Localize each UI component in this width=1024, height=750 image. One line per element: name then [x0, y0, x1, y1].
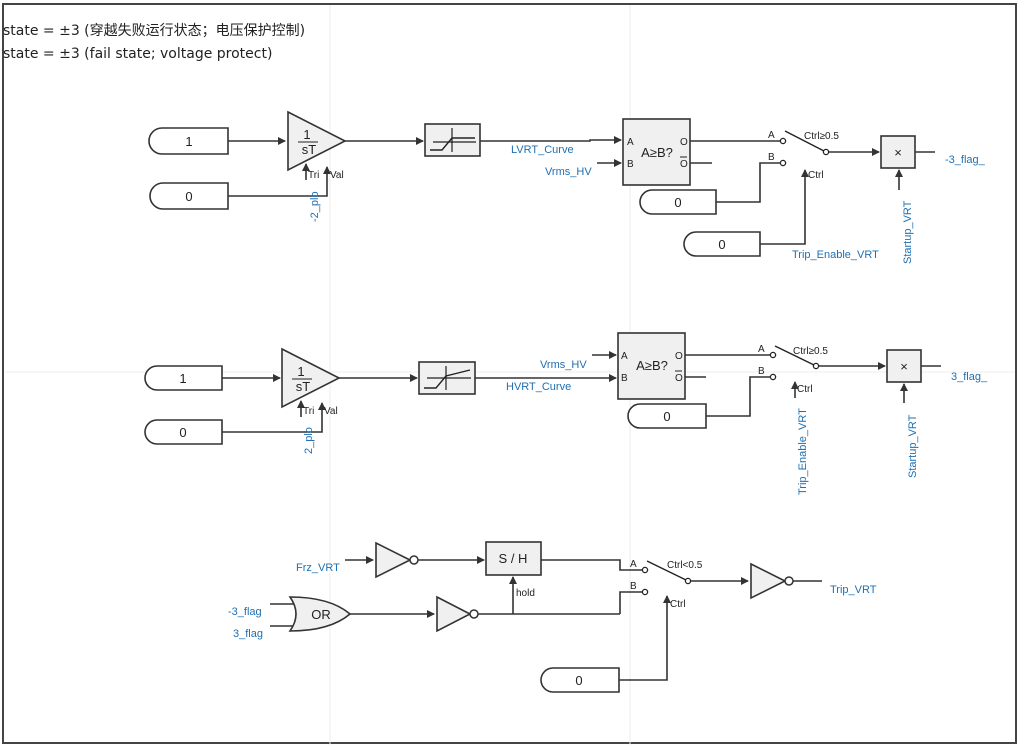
row3-output-label: Trip_VRT	[830, 584, 877, 596]
row2-sw-ctrl-in: Ctrl	[797, 384, 813, 395]
row1-const-trip-value: 0	[718, 237, 725, 252]
row2-startup-label: Startup_VRT	[907, 414, 919, 478]
row1-val-label: Val	[330, 170, 344, 181]
row2-integ-den: sT	[296, 379, 311, 394]
row2-cmp-a: A	[621, 351, 628, 362]
row3-in-a-label: -3_flag	[228, 606, 262, 618]
row1-cmp-o: O	[680, 137, 688, 148]
row2-trip-enable-label: Trip_Enable_VRT	[797, 408, 809, 495]
row3-sw-a: A	[630, 559, 637, 570]
row3-sh-text: S / H	[499, 551, 528, 566]
row3-frz-label: Frz_VRT	[296, 562, 340, 574]
header-line-1: state = ±3 (穿越失败运行状态；电压保护控制)	[3, 23, 306, 39]
row2-curve-label: HVRT_Curve	[506, 381, 571, 393]
row1-curve-block[interactable]	[424, 123, 481, 157]
row3-sw-ctrl-in: Ctrl	[670, 599, 686, 610]
row2-vrms-label: Vrms_HV	[540, 359, 587, 371]
row3-in-b-label: 3_flag	[233, 628, 263, 640]
row1-cmp-text: A≥B?	[641, 145, 673, 160]
row1-curve-label: LVRT_Curve	[511, 144, 574, 156]
row1-cmp-a: A	[627, 137, 634, 148]
row3-or-text: OR	[311, 607, 331, 622]
row1-const-0-value: 0	[185, 189, 192, 204]
row2-plo-label: 2_plo	[303, 427, 315, 454]
row1-integrator[interactable]: 1 sT	[287, 110, 347, 172]
row2-multiplier[interactable]: ×	[886, 349, 922, 383]
header-line-2: state = ±3 (fail state; voltage protect)	[3, 46, 273, 62]
row2-integ-num: 1	[297, 364, 304, 379]
row1-multiplier[interactable]: ×	[880, 135, 916, 169]
row1-vrms-label: Vrms_HV	[545, 166, 592, 178]
row2-integrator[interactable]: 1 sT	[281, 347, 341, 409]
row3: Frz_VRT S / H hold -3_flag 3_flag OR	[228, 541, 877, 693]
row3-switch[interactable]: A B Ctrl<0.5 Ctrl	[630, 559, 703, 610]
row1-mult-sign: ×	[894, 145, 902, 160]
row2-cmp-text: A≥B?	[636, 358, 668, 373]
row2-const-b-value: 0	[663, 409, 670, 424]
row3-not-1[interactable]	[375, 541, 419, 579]
row1-integ-num: 1	[303, 127, 310, 142]
row2-cmp-obar: O	[675, 373, 683, 384]
row2-cmp-b: B	[621, 373, 628, 384]
row1-plo-label: -2_plo	[309, 191, 321, 222]
row1-startup-label: Startup_VRT	[902, 200, 914, 264]
row2-switch[interactable]: A B Ctrl≥0.5 Ctrl	[758, 344, 828, 395]
row2-val-label: Val	[324, 406, 338, 417]
row1-integ-den: sT	[302, 142, 317, 157]
row1-sw-ctrl: Ctrl≥0.5	[804, 131, 839, 142]
row1-const-b-value: 0	[674, 195, 681, 210]
row2-mult-sign: ×	[900, 359, 908, 374]
row2-const-0-value: 0	[179, 425, 186, 440]
row1-const-trip[interactable]: 0	[683, 231, 761, 257]
row1-const-1-value: 1	[185, 134, 192, 149]
row2-const-b[interactable]: 0	[627, 403, 707, 429]
row1-cmp-b: B	[627, 159, 634, 170]
row2-sw-a: A	[758, 344, 765, 355]
row2-curve-block[interactable]	[418, 361, 476, 395]
row1-trip-enable-label: Trip_Enable_VRT	[792, 249, 879, 261]
row3-not-2[interactable]	[436, 595, 479, 633]
row3-const-0[interactable]: 0	[540, 667, 620, 693]
row1-tri-label: Tri	[308, 170, 319, 181]
row3-not-3[interactable]	[750, 562, 794, 600]
row2-tri-label: Tri	[303, 406, 314, 417]
row1-sw-ctrl-in: Ctrl	[808, 170, 824, 181]
row3-sw-b: B	[630, 581, 637, 592]
row3-const-0-value: 0	[575, 673, 582, 688]
row3-or-gate[interactable]: OR	[288, 596, 352, 632]
row2-comparator[interactable]: A≥B? A B O O	[617, 332, 686, 400]
row1: 1 0 1 sT Tri Val -2_plo LVRT_Curve Vrm	[148, 110, 986, 264]
row2-sw-b: B	[758, 366, 765, 377]
row3-hold-label: hold	[516, 588, 535, 599]
row2-sw-ctrl: Ctrl≥0.5	[793, 346, 828, 357]
row1-output-label: -3_flag_	[945, 154, 986, 166]
row2-const-1-value: 1	[179, 371, 186, 386]
row2-const-1[interactable]: 1	[144, 365, 223, 391]
row3-sw-ctrl: Ctrl<0.5	[667, 560, 703, 571]
row1-const-1[interactable]: 1	[148, 127, 229, 155]
row2-const-0[interactable]: 0	[144, 419, 223, 445]
row1-const-0[interactable]: 0	[149, 182, 229, 210]
row1-switch[interactable]: A B Ctrl≥0.5 Ctrl	[768, 130, 839, 181]
row1-sw-b: B	[768, 152, 775, 163]
row1-const-b[interactable]: 0	[639, 189, 717, 215]
row3-sample-hold[interactable]: S / H	[485, 541, 542, 576]
row2: 1 0 1 sT Tri Val 2_plo Vrms_HV HVRT_Curv…	[144, 332, 988, 495]
row2-output-label: 3_flag_	[951, 371, 988, 383]
row1-comparator[interactable]: A≥B? A B O O	[622, 118, 691, 186]
row1-cmp-obar: O	[680, 159, 688, 170]
row1-sw-a: A	[768, 130, 775, 141]
row2-cmp-o: O	[675, 351, 683, 362]
